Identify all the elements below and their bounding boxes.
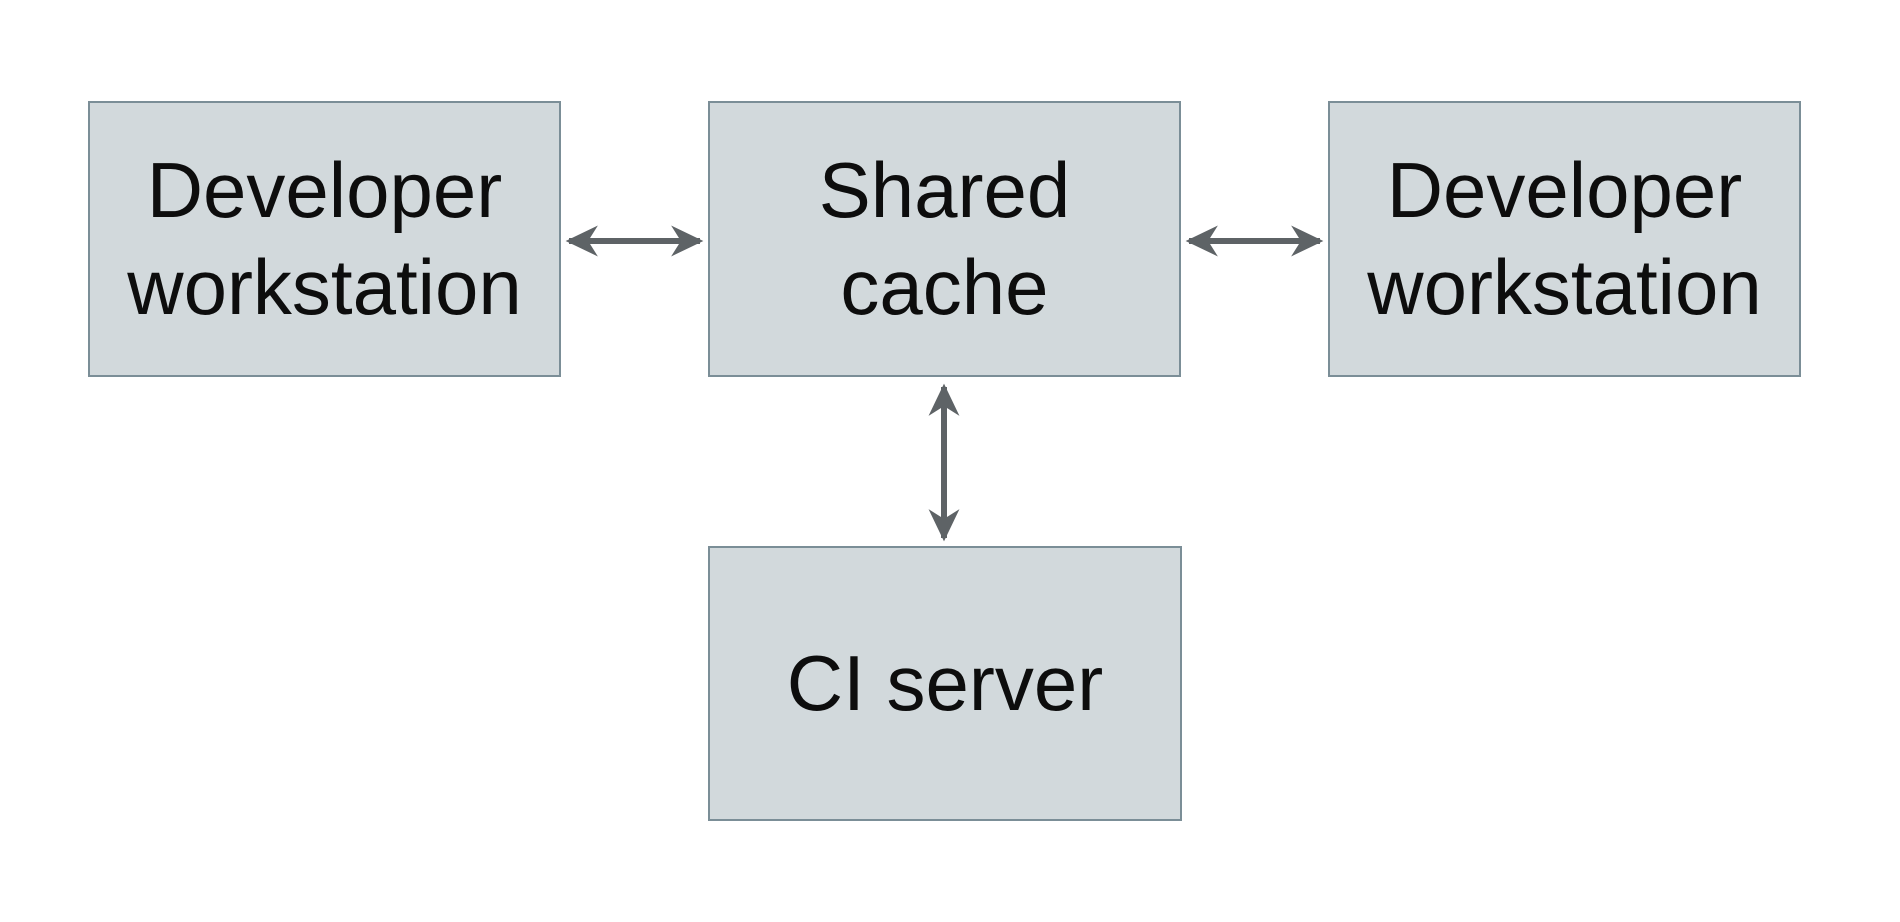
node-shared-cache: Shared cache bbox=[708, 101, 1181, 377]
node-developer-workstation-left: Developer workstation bbox=[88, 101, 561, 377]
node-developer-workstation-right: Developer workstation bbox=[1328, 101, 1801, 377]
node-ci-server: CI server bbox=[708, 546, 1182, 821]
